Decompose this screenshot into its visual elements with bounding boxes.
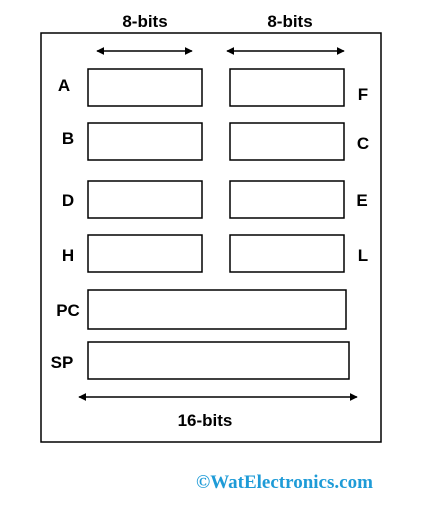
register-label-b: B bbox=[62, 129, 74, 148]
register-label-a: A bbox=[58, 76, 70, 95]
right-byte-width-label: 8-bits bbox=[267, 12, 312, 31]
register-label-sp: SP bbox=[51, 353, 74, 372]
register-box-a bbox=[87, 68, 203, 107]
register-box-l bbox=[229, 234, 345, 273]
register-label-c: C bbox=[357, 134, 369, 153]
register-box-h bbox=[87, 234, 203, 273]
register-label-e: E bbox=[356, 191, 367, 210]
register-label-h: H bbox=[62, 246, 74, 265]
left-byte-width-label: 8-bits bbox=[122, 12, 167, 31]
register-file-frame bbox=[40, 32, 382, 443]
register-label-l: L bbox=[358, 246, 368, 265]
register-label-f: F bbox=[358, 85, 368, 104]
word-width-label: 16-bits bbox=[178, 411, 233, 430]
register-box-b bbox=[87, 122, 203, 161]
register-label-pc: PC bbox=[56, 301, 80, 320]
watermark: ©WatElectronics.com bbox=[196, 472, 373, 493]
register-box-d bbox=[87, 180, 203, 219]
register-box-sp bbox=[87, 341, 350, 380]
register-box-e bbox=[229, 180, 345, 219]
register-box-c bbox=[229, 122, 345, 161]
register-box-f bbox=[229, 68, 345, 107]
register-label-d: D bbox=[62, 191, 74, 210]
register-box-pc bbox=[87, 289, 347, 330]
